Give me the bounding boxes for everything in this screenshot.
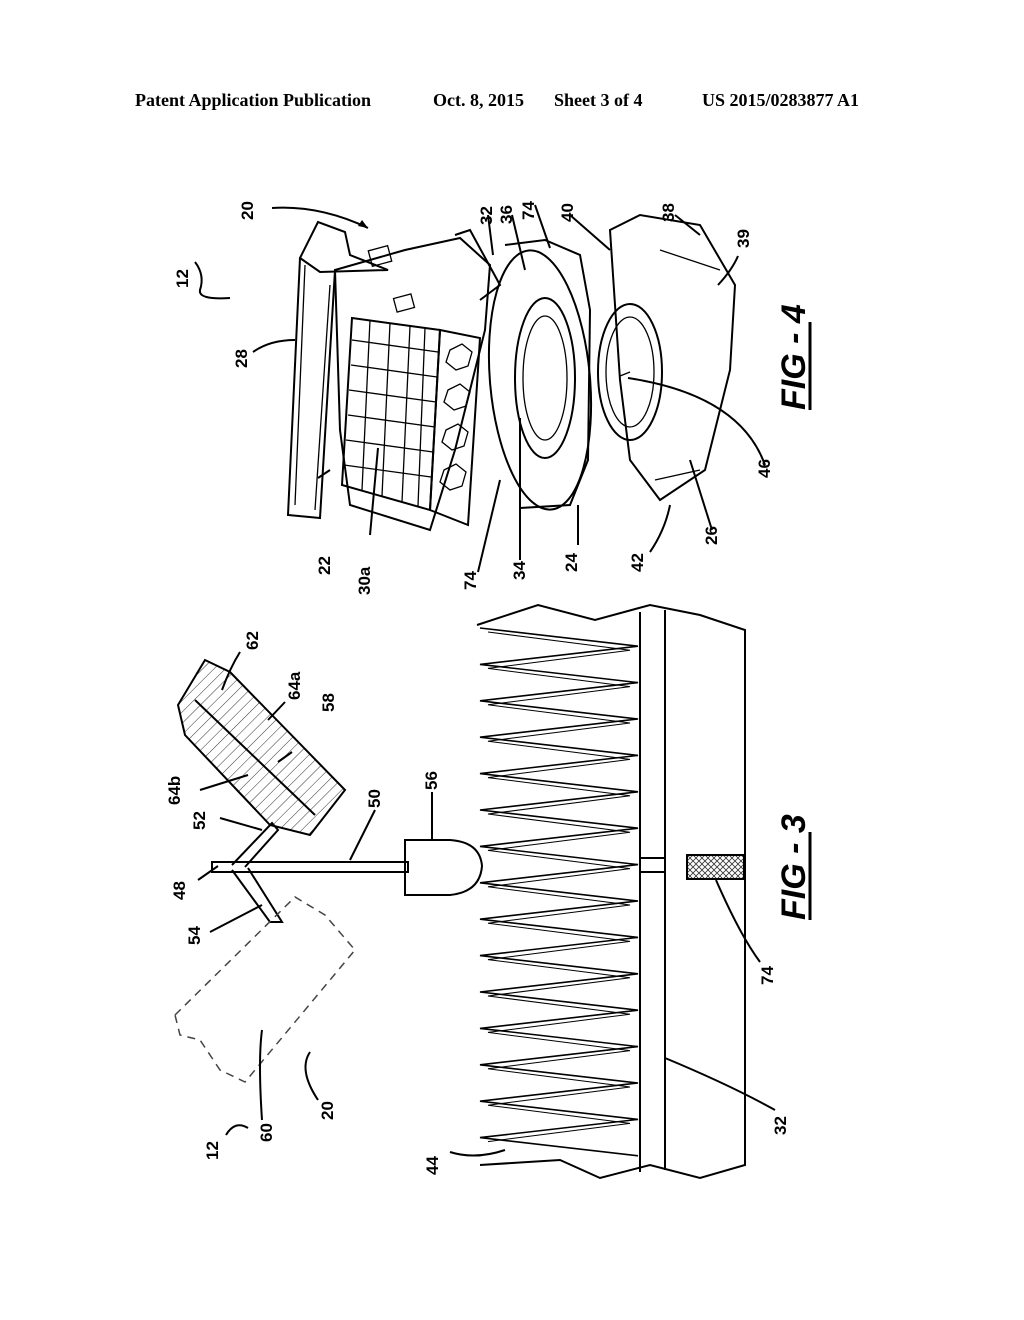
- header-number: US 2015/0283877 A1: [702, 90, 860, 110]
- fig4-label-28: 28: [232, 349, 251, 368]
- fig4-cup-26: [597, 213, 737, 502]
- fig4-filter-grid: [340, 316, 442, 512]
- fig3-label-56: 56: [422, 771, 441, 790]
- fig4-top-plate: [298, 220, 389, 274]
- fig3-arm-54: [231, 867, 284, 923]
- fig3-label-12: 12: [203, 1141, 222, 1160]
- fig3-label-44: 44: [423, 1156, 442, 1175]
- fig4-label-34: 34: [510, 561, 529, 580]
- fig4-drawing: [286, 213, 737, 532]
- fig3-label-58: 58: [319, 693, 338, 712]
- header-date: Oct. 8, 2015: [433, 90, 524, 110]
- fig4-housing: [333, 236, 492, 532]
- fig3-labels: 62 64a 58 64b 52 50 56 48 54 12 60 20 44…: [165, 631, 813, 1175]
- fig3-label-48: 48: [170, 881, 189, 900]
- fig4-label-26: 26: [702, 526, 721, 545]
- fig4-label-32: 32: [477, 206, 496, 225]
- header-sheet: Sheet 3 of 4: [554, 90, 643, 110]
- fig3-cap: [404, 839, 484, 896]
- fig4-label-40: 40: [558, 203, 577, 222]
- fig3-label-54: 54: [185, 926, 204, 945]
- fig4-label-74a: 74: [461, 571, 480, 590]
- fig4-label-36: 36: [497, 205, 516, 224]
- fig3-label-50: 50: [365, 789, 384, 808]
- fig4-labels: 20 12 28 22 30a 74 34 24 42 26 46 39 38 …: [173, 201, 813, 595]
- fig3-label-62: 62: [243, 631, 262, 650]
- fig4-hex-panel: [428, 328, 482, 527]
- fig3-leaders: [197, 651, 776, 1157]
- fig4-label-24: 24: [562, 553, 581, 572]
- fig3-label-64a: 64a: [285, 671, 304, 700]
- fig4-label-20: 20: [238, 201, 257, 220]
- fig3-pleat-line: [479, 627, 639, 1157]
- fig4-label-42: 42: [628, 553, 647, 572]
- fig3-phantom-60: [174, 896, 356, 1083]
- fig3-label-74: 74: [758, 966, 777, 985]
- fig3-arm-52: [231, 821, 280, 868]
- fig3-rod: [211, 861, 409, 873]
- fig4-label-74b: 74: [519, 201, 538, 220]
- fig4-label-38: 38: [659, 203, 678, 222]
- fig4-label-39: 39: [734, 229, 753, 248]
- fig3-label-52: 52: [190, 811, 209, 830]
- fig4-leaders: [194, 204, 766, 573]
- fig4-label-12: 12: [173, 269, 192, 288]
- fig3-block-74: [686, 854, 745, 880]
- fig4-caption: FIG - 4: [775, 304, 813, 410]
- fig3-label-20: 20: [318, 1101, 337, 1120]
- fig3-pleats: [479, 627, 639, 1157]
- fig4-label-22: 22: [315, 556, 334, 575]
- fig3-drawing: [174, 603, 746, 1180]
- fig3-label-60: 60: [257, 1123, 276, 1142]
- fig4-label-30a: 30a: [355, 566, 374, 595]
- fig3-label-64b: 64b: [165, 776, 184, 805]
- fig3-caption: FIG - 3: [775, 814, 813, 920]
- fig3-filter-outline: [476, 603, 746, 1180]
- fig4-ring-24: [487, 238, 593, 511]
- fig3-member-58: [176, 658, 347, 837]
- fig4-label-46: 46: [755, 459, 774, 478]
- header-publication: Patent Application Publication: [135, 90, 372, 110]
- fig3-pleat-inner-line: [487, 631, 631, 1143]
- fig3-label-32: 32: [771, 1116, 790, 1135]
